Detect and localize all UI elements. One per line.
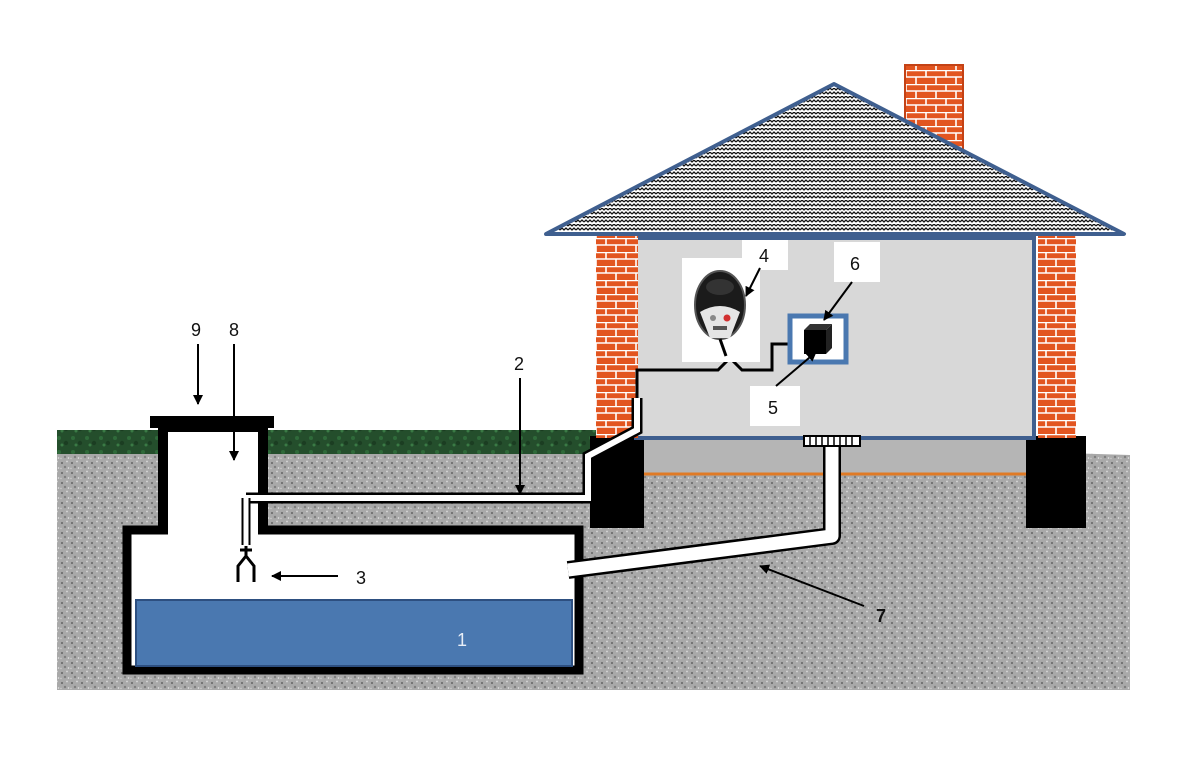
label-8: 8: [229, 320, 239, 340]
label-3: 3: [356, 568, 366, 588]
brick-column-left: [596, 234, 638, 438]
shaft-opening: [168, 522, 258, 536]
label-9: 9: [191, 320, 201, 340]
pump-controller-icon: [694, 270, 746, 357]
label-4: 4: [759, 246, 769, 266]
discharge-pipe-inner: [246, 398, 640, 501]
label-6-bg: [834, 242, 880, 282]
filter-intake-icon: [236, 546, 256, 582]
roof: [544, 82, 1126, 236]
label-2: 2: [514, 354, 524, 374]
label-4-bg: [742, 240, 788, 270]
arrow-7: [759, 564, 865, 607]
drain-grate-icon: [803, 435, 861, 447]
label-1: 1: [457, 630, 467, 650]
label-6: 6: [850, 254, 860, 274]
arrow-5: [775, 351, 817, 387]
electrical-box-icon: [804, 324, 832, 354]
brick-column-right: [1038, 234, 1076, 438]
inlet-pipe-inner: [567, 444, 839, 577]
grass-strip: [57, 430, 597, 454]
arrow-4: [745, 267, 761, 297]
control-cable: [635, 342, 802, 398]
water-level: [135, 599, 573, 667]
wall-socket-frame: [787, 313, 849, 365]
foundation-block-right: [1026, 436, 1086, 528]
access-shaft: [158, 422, 268, 536]
arrow-6: [823, 281, 853, 321]
label-7: 7: [876, 606, 886, 626]
label-5-bg: [750, 386, 800, 426]
label-5: 5: [768, 398, 778, 418]
